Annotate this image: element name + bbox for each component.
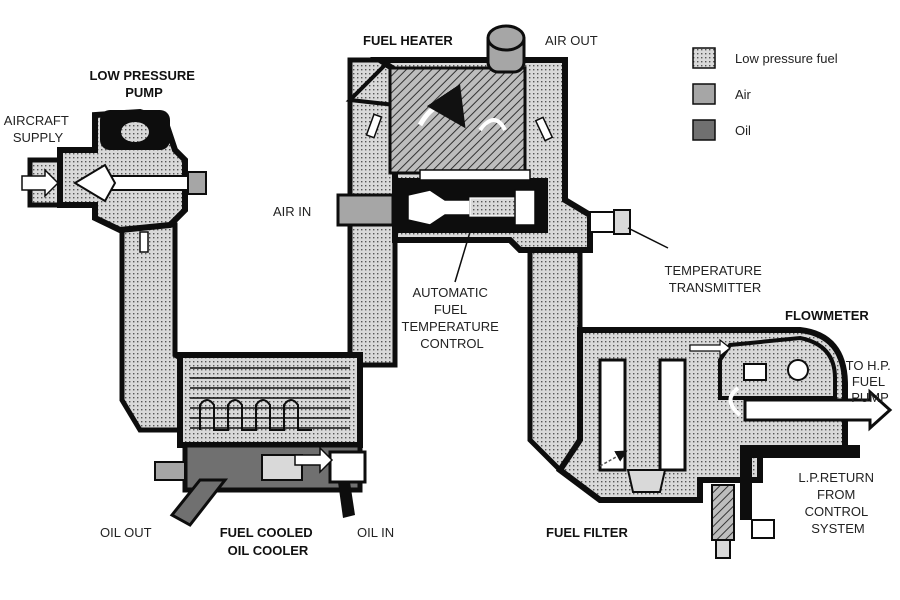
label-fuel-filter: FUEL FILTER: [546, 525, 628, 540]
label-lp-return-line-2: FROM: [817, 487, 855, 502]
label-lp-return: L.P.RETURN FROM CONTROL SYSTEM: [798, 470, 877, 536]
label-to-hp-fuel-pump-line-2: FUEL: [852, 374, 885, 389]
label-fuel-cooled-oil-cooler: FUEL COOLED OIL COOLER: [220, 525, 317, 558]
hp-pump-outlet-pipe: [743, 388, 893, 432]
legend-item-oil: Oil: [692, 119, 751, 141]
legend-item-low-pressure-fuel: Low pressure fuel: [692, 47, 838, 69]
air-out-duct-top: [486, 24, 526, 52]
pump-shaft: [109, 175, 191, 191]
oil-outlet-fitting: [154, 461, 186, 481]
oil-in-pipe: [338, 482, 355, 518]
cooler-oil-inlet: [328, 450, 367, 484]
cooler-coil: [199, 399, 312, 431]
label-automatic-control-line-3: TEMPERATURE: [402, 319, 500, 334]
pump-eye: [121, 122, 149, 142]
label-lp-return-line-1: L.P.RETURN: [798, 470, 874, 485]
air-in-duct: [336, 193, 395, 227]
label-air-in: AIR IN: [273, 204, 311, 219]
label-aircraft-supply: AIRCRAFT SUPPLY: [4, 113, 72, 145]
label-fuel-cooled-oil-cooler-line-1: FUEL COOLED: [220, 525, 313, 540]
fuel-cooled-oil-cooler: [154, 352, 367, 527]
pump-impeller: [73, 163, 117, 203]
label-low-pressure-pump-line-2: PUMP: [125, 85, 163, 100]
heater-air-swirl-2: [478, 118, 507, 132]
label-automatic-control: AUTOMATIC FUEL TEMPERATURE CONTROL: [402, 285, 503, 351]
automatic-control-leader: [454, 231, 471, 283]
label-low-pressure-pump-line-1: LOW PRESSURE: [89, 68, 195, 83]
label-aircraft-supply-line-1: AIRCRAFT: [4, 113, 69, 128]
legend-swatch-oil: [692, 119, 716, 141]
low-pressure-pump: [21, 108, 207, 253]
lp-return-pipe: [740, 445, 860, 520]
label-lp-return-line-4: SYSTEM: [811, 521, 864, 536]
flowmeter-body: [718, 335, 837, 400]
label-to-hp-fuel-pump-line-3: PUMP: [851, 390, 889, 405]
cooler-bypass-arrow: [294, 446, 334, 474]
label-to-hp-fuel-pump: TO H.P. FUEL PUMP: [846, 358, 895, 405]
label-temperature-transmitter-line-1: TEMPERATURE: [665, 263, 763, 278]
label-lp-return-line-3: CONTROL: [805, 504, 868, 519]
legend-label-oil: Oil: [735, 123, 751, 138]
filter-relief-valve: [626, 469, 667, 493]
heater-air-swirl: [417, 83, 466, 129]
legend-label-air: Air: [735, 87, 752, 102]
label-automatic-control-line-4: CONTROL: [420, 336, 484, 351]
fuel-heater: [336, 24, 669, 283]
heater-flow-marker-left: [365, 113, 383, 139]
flowmeter-flow-arrow: [689, 338, 731, 358]
flowmeter-swirl: [728, 386, 742, 417]
lp-return-fitting: [751, 519, 775, 539]
pump-drive-end: [187, 171, 207, 195]
legend: Low pressure fuel Air Oil: [692, 47, 838, 141]
fuel-filter-and-flowmeter: [555, 327, 893, 559]
label-fuel-heater: FUEL HEATER: [363, 33, 453, 48]
pump-inlet-arrow: [21, 168, 60, 198]
label-temperature-transmitter-line-2: TRANSMITTER: [669, 280, 761, 295]
pump-flow-marker: [139, 231, 149, 253]
control-valve-spring: [469, 197, 516, 217]
legend-swatch-fuel: [692, 47, 716, 69]
oil-out-pipe: [169, 478, 229, 527]
heater-flow-marker-right: [534, 116, 554, 142]
label-oil-out: OIL OUT: [100, 525, 152, 540]
label-temperature-transmitter: TEMPERATURE TRANSMITTER: [665, 263, 766, 295]
filter-element-2: [658, 358, 687, 472]
label-aircraft-supply-line-2: SUPPLY: [13, 130, 64, 145]
legend-item-air: Air: [692, 83, 752, 105]
flowmeter-transmitter: [743, 363, 767, 381]
label-automatic-control-line-1: AUTOMATIC: [413, 285, 488, 300]
label-flowmeter: FLOWMETER: [785, 308, 869, 323]
label-to-hp-fuel-pump-line-1: TO H.P.: [846, 358, 891, 373]
legend-swatch-air: [692, 83, 716, 105]
control-valve-diaphragm: [419, 169, 531, 181]
label-oil-in: OIL IN: [357, 525, 394, 540]
labels: FUEL HEATER AIR OUT LOW PRESSURE PUMP AI…: [4, 33, 895, 558]
label-automatic-control-line-2: FUEL: [434, 302, 467, 317]
filter-drain: [711, 484, 735, 541]
filter-element-1: [598, 358, 627, 472]
legend-label-fuel: Low pressure fuel: [735, 51, 838, 66]
label-air-out: AIR OUT: [545, 33, 598, 48]
temperature-transmitter-leader: [627, 227, 669, 249]
filter-drain-plug: [715, 539, 731, 559]
flowmeter-rotor: [787, 359, 809, 381]
control-valve-piston: [514, 189, 536, 226]
label-fuel-cooled-oil-cooler-line-2: OIL COOLER: [228, 543, 309, 558]
temperature-transmitter-cap: [613, 209, 631, 235]
label-low-pressure-pump: LOW PRESSURE PUMP: [89, 68, 198, 100]
